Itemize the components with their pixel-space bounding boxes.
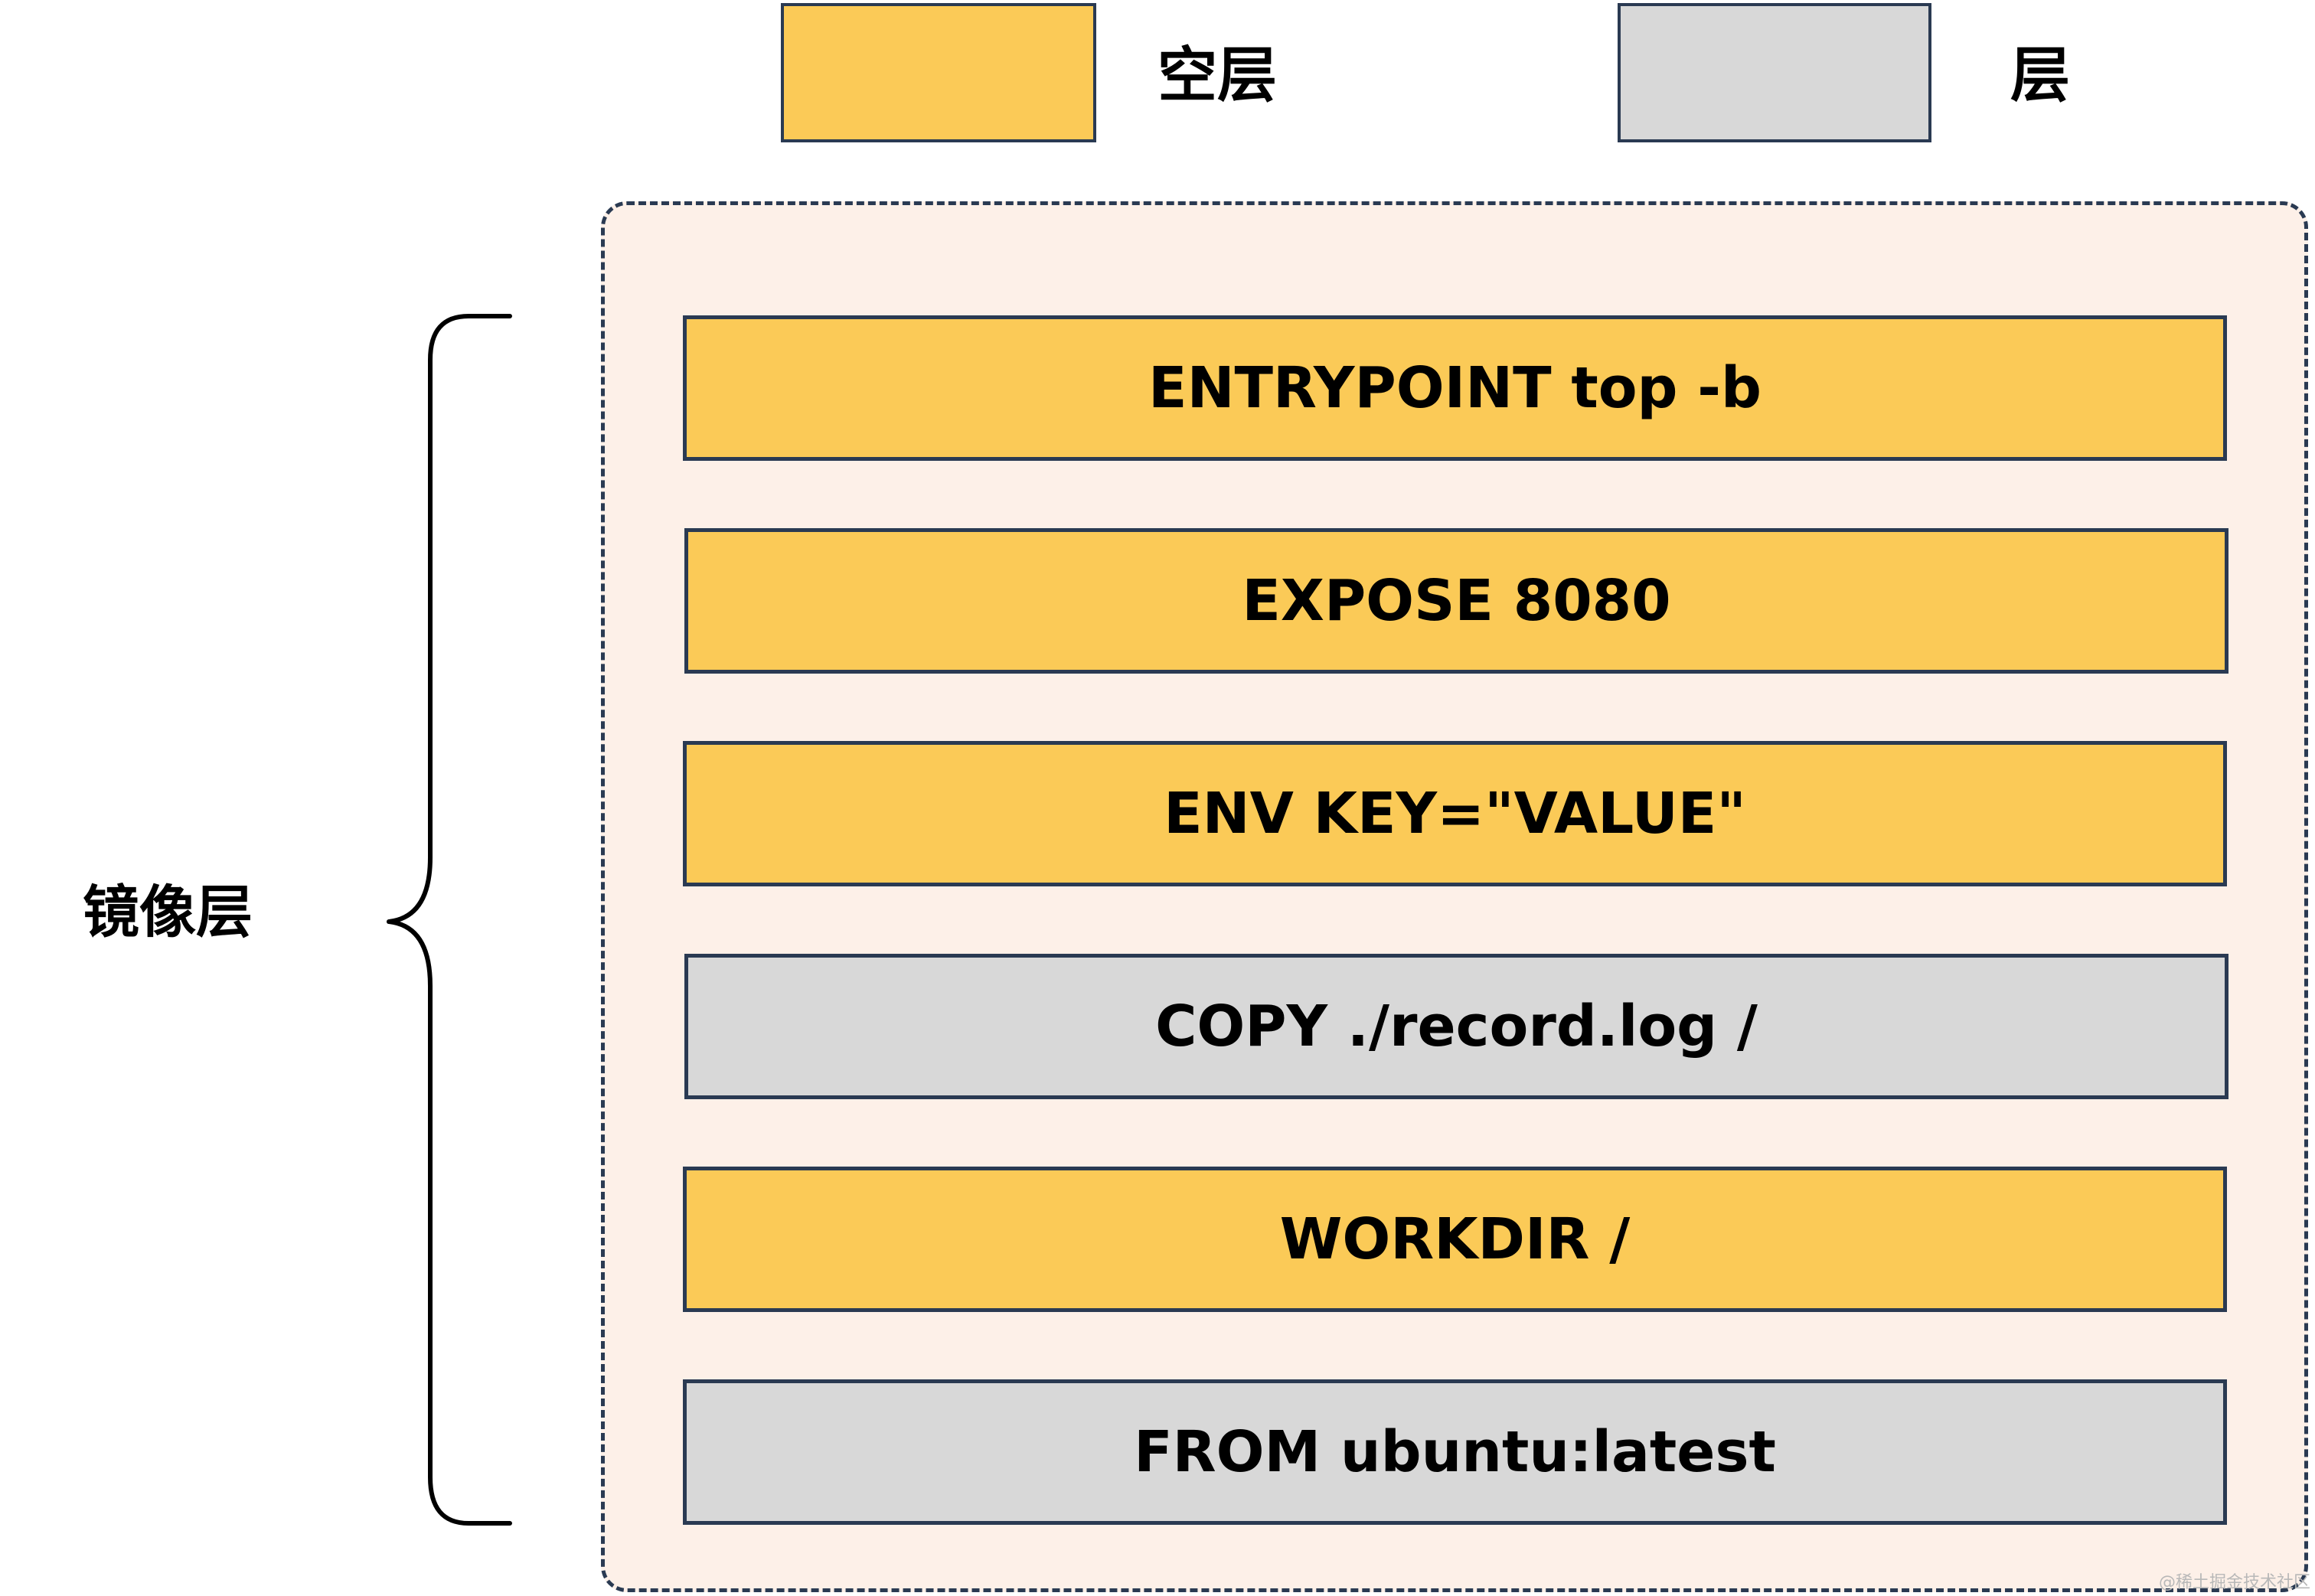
layer-label: ENV KEY="VALUE" xyxy=(1164,781,1746,847)
layer-label: FROM ubuntu:latest xyxy=(1134,1419,1776,1485)
watermark: @稀土掘金技术社区 xyxy=(2158,1573,2310,1592)
layer-label: COPY ./record.log / xyxy=(1155,994,1758,1059)
layer-from: FROM ubuntu:latest xyxy=(683,1379,2227,1525)
legend-swatch-empty-layer xyxy=(781,3,1096,142)
legend-swatch-layer xyxy=(1618,3,1931,142)
layer-label: EXPOSE 8080 xyxy=(1242,568,1671,634)
layer-label: WORKDIR / xyxy=(1279,1206,1631,1272)
legend-label-layer: 层 xyxy=(2010,41,2071,110)
layer-expose: EXPOSE 8080 xyxy=(684,528,2228,674)
layer-workdir: WORKDIR / xyxy=(683,1167,2227,1312)
layer-label: ENTRYPOINT top -b xyxy=(1148,355,1762,421)
layer-entrypoint: ENTRYPOINT top -b xyxy=(683,315,2227,461)
layer-env: ENV KEY="VALUE" xyxy=(683,741,2227,886)
image-layer-label: 镜像层 xyxy=(83,880,253,945)
legend-label-empty-layer: 空层 xyxy=(1158,41,1278,110)
layer-copy: COPY ./record.log / xyxy=(684,954,2228,1099)
